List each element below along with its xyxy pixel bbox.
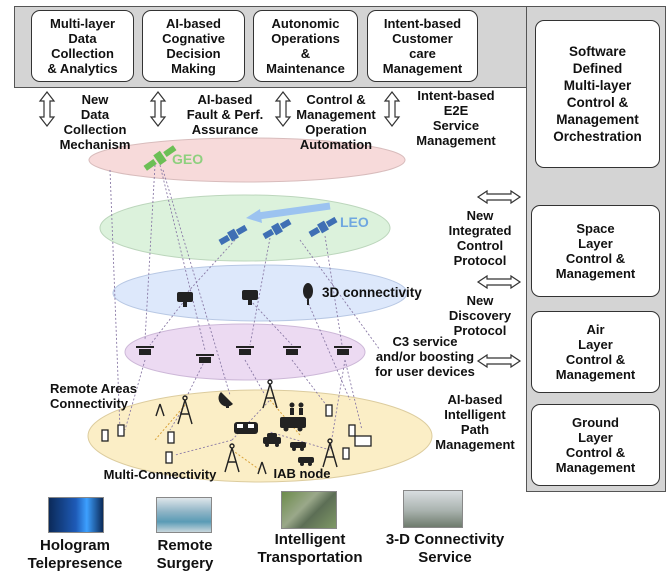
arrow-label-e2e-management: Intent-based E2E Service Management bbox=[416, 88, 496, 148]
cell-tower-icon bbox=[262, 379, 278, 409]
drone-icon bbox=[303, 283, 313, 305]
phone-icon bbox=[165, 451, 173, 464]
phone-icon bbox=[342, 447, 350, 460]
satellite-icon bbox=[218, 224, 248, 246]
drone-icon bbox=[242, 290, 258, 305]
top-box-customer-care: Intent-based Customer care Management bbox=[367, 10, 478, 82]
surgery-image bbox=[156, 497, 212, 533]
drone-service-image bbox=[403, 490, 463, 528]
label-multi-connectivity: Multi-Connectivity bbox=[103, 467, 217, 482]
drone-icon bbox=[136, 346, 154, 355]
geo-label: GEO bbox=[172, 151, 203, 167]
side-box-orchestration: Software Defined Multi-layer Control & M… bbox=[535, 20, 660, 168]
transportation-image bbox=[281, 491, 337, 529]
cell-tower-icon bbox=[224, 443, 240, 473]
caption-surgery: Remote Surgery bbox=[156, 537, 214, 572]
drone-icon bbox=[196, 354, 214, 363]
caption-3d-connectivity: 3-D Connectivity Service bbox=[385, 531, 505, 566]
orange-links bbox=[154, 399, 301, 471]
cell-tower-icon bbox=[177, 395, 193, 425]
label-path-management: AI-based Intelligent Path Management bbox=[435, 392, 515, 452]
drone-icon bbox=[334, 346, 352, 355]
cell-tower-icon bbox=[257, 461, 267, 475]
car-icon bbox=[298, 457, 314, 466]
caption-hologram: Hologram Telepresence bbox=[27, 537, 123, 572]
people-icon bbox=[289, 402, 304, 415]
cell-tower-icon bbox=[322, 438, 338, 468]
phone-icon bbox=[117, 424, 125, 437]
phone-icon bbox=[167, 431, 175, 444]
arrow-label-operation-automation: Control & Management Operation Automatio… bbox=[296, 92, 376, 152]
top-box-decision-making: AI-based Cognative Decision Making bbox=[142, 10, 245, 82]
phone-icon bbox=[325, 404, 333, 417]
leo-orbit-arrow bbox=[257, 202, 331, 220]
label-integrated-control-protocol: New Integrated Control Protocol bbox=[448, 208, 512, 268]
label-c3-service: C3 service and/or boosting for user devi… bbox=[375, 334, 475, 379]
car-icon bbox=[263, 433, 281, 447]
cell-tower-icon bbox=[155, 403, 165, 417]
drone-icon bbox=[283, 346, 301, 355]
drone-icon bbox=[177, 292, 193, 307]
side-box-space-layer: Space Layer Control & Management bbox=[531, 205, 660, 297]
satellite-icon bbox=[262, 218, 292, 240]
car-icon bbox=[290, 442, 306, 451]
dish-icon bbox=[218, 392, 233, 408]
arrow-label-data-collection: New Data Collection Mechanism bbox=[59, 92, 131, 152]
label-iab-node: IAB node bbox=[273, 466, 331, 481]
phone-icon bbox=[348, 424, 356, 437]
leo-label: LEO bbox=[340, 214, 369, 230]
phone-icon bbox=[101, 429, 109, 442]
vertical-arrows bbox=[38, 91, 401, 127]
caption-transportation: Intelligent Transportation bbox=[257, 531, 363, 566]
laptop-icon bbox=[354, 435, 372, 447]
drone-icon bbox=[236, 346, 254, 355]
side-box-ground-layer: Ground Layer Control & Management bbox=[531, 404, 660, 486]
label-discovery-protocol: New Discovery Protocol bbox=[448, 293, 512, 338]
satellite-icon bbox=[308, 216, 338, 238]
horizontal-arrows bbox=[476, 189, 522, 369]
top-box-data-collection: Multi-layer Data Collection & Analytics bbox=[31, 10, 134, 82]
top-box-autonomic-operations: Autonomic Operations & Maintenance bbox=[253, 10, 358, 82]
train-icon bbox=[234, 422, 258, 434]
bus-icon bbox=[280, 417, 306, 432]
hologram-image bbox=[48, 497, 104, 533]
side-box-air-layer: Air Layer Control & Management bbox=[531, 311, 660, 393]
connectivity-3d-label: 3D connectivity bbox=[322, 285, 422, 300]
label-remote-areas: Remote Areas Connectivity bbox=[50, 381, 137, 411]
satellite-icon bbox=[143, 145, 177, 171]
arrow-label-fault-assurance: AI-based Fault & Perf. Assurance bbox=[186, 92, 264, 137]
